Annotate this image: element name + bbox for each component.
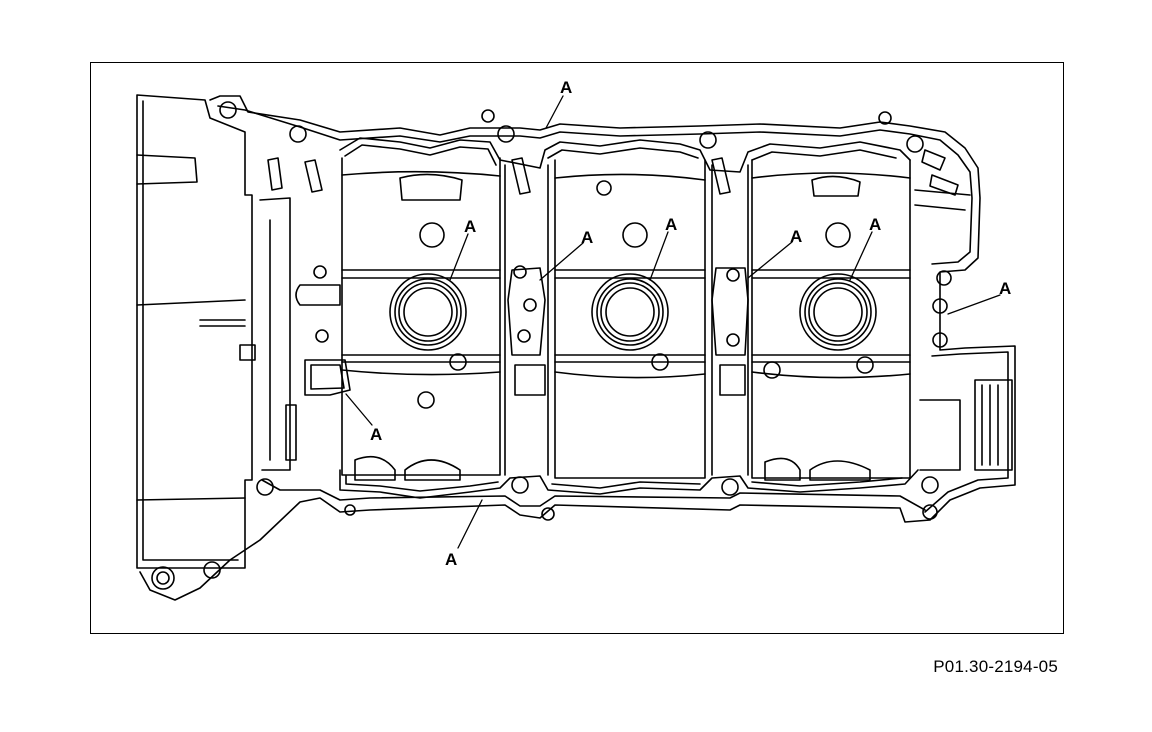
- chamber-left: [341, 157, 501, 481]
- callout-a-8: A: [370, 425, 382, 444]
- chamber-middle: [554, 159, 706, 479]
- flange-slots: [267, 149, 959, 196]
- callout-leaders: [345, 95, 1001, 549]
- callout-a-1: A: [560, 78, 572, 97]
- callout-a-4: A: [665, 215, 677, 234]
- callout-a-2: A: [464, 217, 476, 236]
- ribs: [239, 164, 1013, 476]
- callout-a-3: A: [581, 228, 593, 247]
- callout-labels: A A A A A A A A A: [370, 78, 1011, 569]
- callout-a-6: A: [869, 215, 881, 234]
- gasket-bead: [339, 137, 919, 499]
- cover-outer-flange: [139, 95, 1016, 601]
- chamber-right: [751, 159, 911, 481]
- figure-reference-code: P01.30-2194-05: [933, 657, 1058, 676]
- callout-a-7: A: [999, 279, 1011, 298]
- callout-a-9: A: [445, 550, 457, 569]
- figure-frame: [90, 62, 1064, 634]
- bolt-holes: [151, 101, 952, 590]
- spark-plug-bores: [389, 273, 877, 351]
- callout-a-5: A: [790, 227, 802, 246]
- left-housing: [136, 94, 253, 569]
